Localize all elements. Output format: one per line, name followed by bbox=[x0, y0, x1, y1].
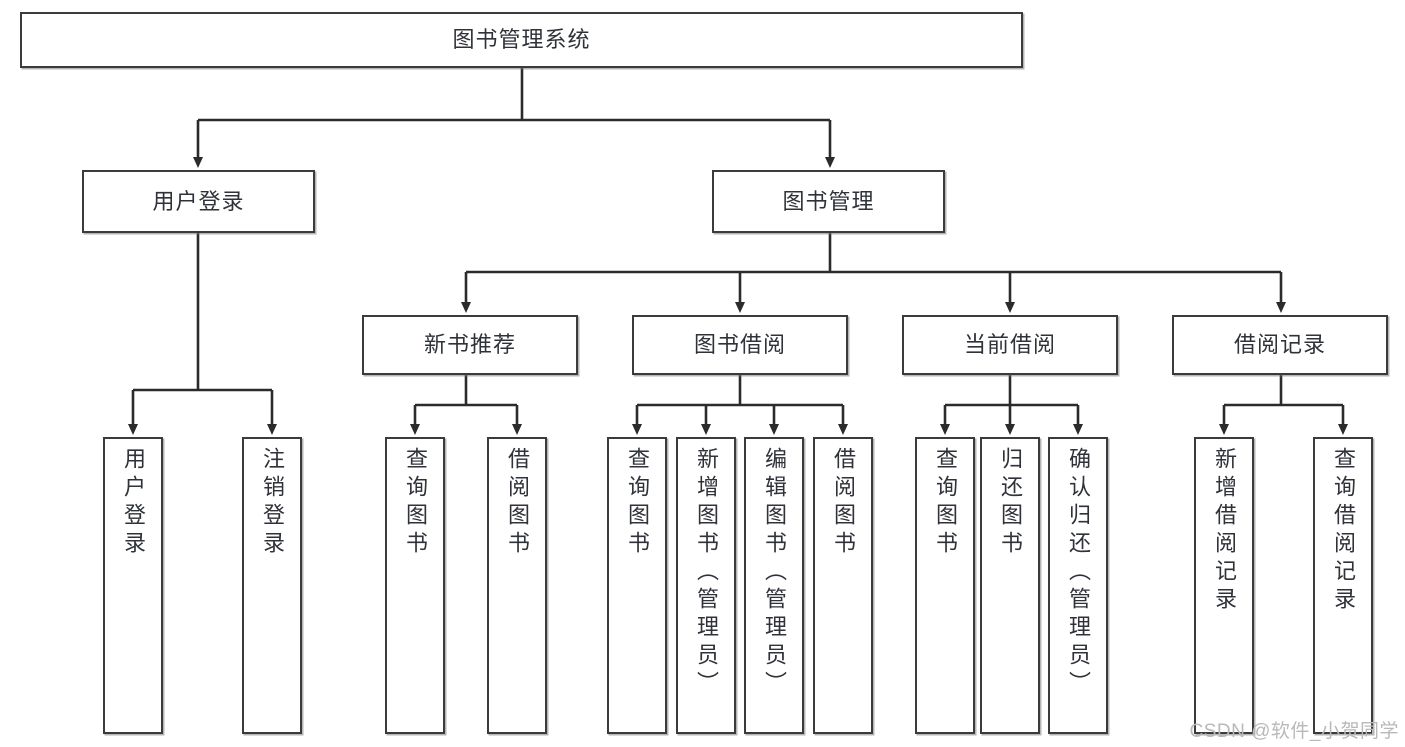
node-leaf-query-book-3[interactable]: 查询图书 bbox=[915, 437, 975, 734]
node-leaf-borrow-book-2[interactable]: 借阅图书 bbox=[813, 437, 873, 734]
node-leaf-add-book-label: 新增图书（管理员） bbox=[694, 447, 719, 699]
node-leaf-query-book-2[interactable]: 查询图书 bbox=[607, 437, 667, 734]
node-leaf-logout-label: 注销登录 bbox=[260, 447, 285, 559]
node-leaf-add-book[interactable]: 新增图书（管理员） bbox=[676, 437, 736, 734]
node-leaf-add-record-label: 新增借阅记录 bbox=[1212, 447, 1237, 615]
node-leaf-query-book-1[interactable]: 查询图书 bbox=[385, 437, 445, 734]
node-user-login[interactable]: 用户登录 bbox=[82, 170, 315, 233]
node-new-book-rec[interactable]: 新书推荐 bbox=[362, 315, 578, 375]
node-leaf-query-book-1-label: 查询图书 bbox=[403, 447, 428, 559]
node-borrow-record[interactable]: 借阅记录 bbox=[1172, 315, 1388, 375]
node-book-manage-label: 图书管理 bbox=[782, 188, 875, 214]
node-root[interactable]: 图书管理系统 bbox=[20, 12, 1023, 68]
node-leaf-borrow-book-1-label: 借阅图书 bbox=[505, 447, 530, 559]
node-current-borrow-label: 当前借阅 bbox=[963, 332, 1056, 358]
node-leaf-borrow-book-1[interactable]: 借阅图书 bbox=[487, 437, 547, 734]
node-leaf-return-book-label: 归还图书 bbox=[998, 447, 1023, 559]
node-leaf-add-record[interactable]: 新增借阅记录 bbox=[1194, 437, 1254, 734]
node-leaf-query-record-label: 查询借阅记录 bbox=[1331, 447, 1356, 615]
node-new-book-rec-label: 新书推荐 bbox=[423, 332, 516, 358]
connectors-book-manage bbox=[461, 233, 1286, 313]
node-leaf-return-book[interactable]: 归还图书 bbox=[980, 437, 1040, 734]
node-leaf-logout[interactable]: 注销登录 bbox=[242, 437, 302, 734]
node-leaf-query-book-2-label: 查询图书 bbox=[625, 447, 650, 559]
node-leaf-edit-book-label: 编辑图书（管理员） bbox=[762, 447, 787, 699]
connectors-root bbox=[193, 68, 835, 168]
node-leaf-query-record[interactable]: 查询借阅记录 bbox=[1313, 437, 1373, 734]
node-leaf-edit-book[interactable]: 编辑图书（管理员） bbox=[744, 437, 804, 734]
node-root-label: 图书管理系统 bbox=[452, 27, 591, 53]
node-book-borrow-label: 图书借阅 bbox=[693, 332, 786, 358]
node-leaf-confirm-return-label: 确认归还（管理员） bbox=[1066, 447, 1091, 699]
connectors-user-login bbox=[128, 233, 277, 435]
node-book-borrow[interactable]: 图书借阅 bbox=[632, 315, 848, 375]
csdn-watermark: CSDN @软件_小贺同学 bbox=[1189, 721, 1399, 742]
connectors-current-borrow bbox=[940, 375, 1083, 435]
node-leaf-user-login[interactable]: 用户登录 bbox=[103, 437, 163, 734]
node-current-borrow[interactable]: 当前借阅 bbox=[902, 315, 1118, 375]
node-user-login-label: 用户登录 bbox=[152, 188, 245, 214]
connectors-borrow-record bbox=[1219, 375, 1348, 435]
connectors-book-borrow bbox=[632, 375, 848, 435]
connectors-new-book-rec bbox=[410, 375, 522, 435]
node-book-manage[interactable]: 图书管理 bbox=[712, 170, 945, 233]
node-leaf-borrow-book-2-label: 借阅图书 bbox=[831, 447, 856, 559]
node-leaf-confirm-return[interactable]: 确认归还（管理员） bbox=[1048, 437, 1108, 734]
node-borrow-record-label: 借阅记录 bbox=[1233, 332, 1326, 358]
node-leaf-user-login-label: 用户登录 bbox=[121, 447, 146, 559]
node-leaf-query-book-3-label: 查询图书 bbox=[933, 447, 958, 559]
